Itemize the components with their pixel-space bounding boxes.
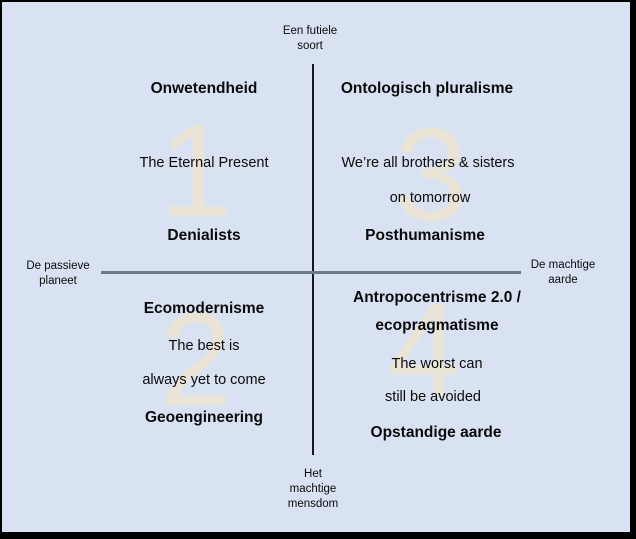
q4-footer: Opstandige aarde	[370, 424, 502, 441]
axis-label-bottom: Het machtige mensdom	[287, 468, 339, 510]
watermark-number-3: 3	[394, 101, 468, 248]
axis-label-left: De passieve planeet	[26, 260, 90, 287]
q4-body-line: still be avoided	[385, 389, 481, 405]
horizontal-axis-line	[101, 271, 521, 274]
q2-title: Ecomodernisme	[143, 300, 265, 317]
watermark-number-1: 1	[159, 97, 233, 244]
watermark-number-2: 2	[159, 286, 233, 433]
q1-footer: Denialists	[167, 227, 241, 244]
q4-title-line-1: Antropocentrisme 2.0 /	[353, 289, 521, 306]
q3-footer: Posthumanisme	[365, 227, 485, 244]
axis-label-top: Een futiele soort	[282, 25, 338, 52]
q3-body-line: on tomorrow	[389, 190, 471, 206]
q2-footer: Geoengineering	[145, 409, 263, 426]
q1-body-line: The Eternal Present	[139, 155, 269, 171]
q3-title: Ontologisch pluralisme	[340, 80, 514, 97]
q2-body-line: always yet to come	[142, 372, 266, 388]
q3-body-line: We’re all brothers & sisters	[341, 155, 515, 171]
q4-title-line-2: ecopragmatisme	[375, 317, 499, 334]
vertical-axis-line	[312, 64, 314, 455]
watermark-number-4: 4	[387, 276, 461, 423]
axis-label-right: De machtige aarde	[530, 259, 596, 286]
q4-body-line: The worst can	[391, 356, 483, 372]
q2-body-line: The best is	[168, 338, 240, 354]
q1-title: Onwetendheid	[150, 80, 258, 97]
